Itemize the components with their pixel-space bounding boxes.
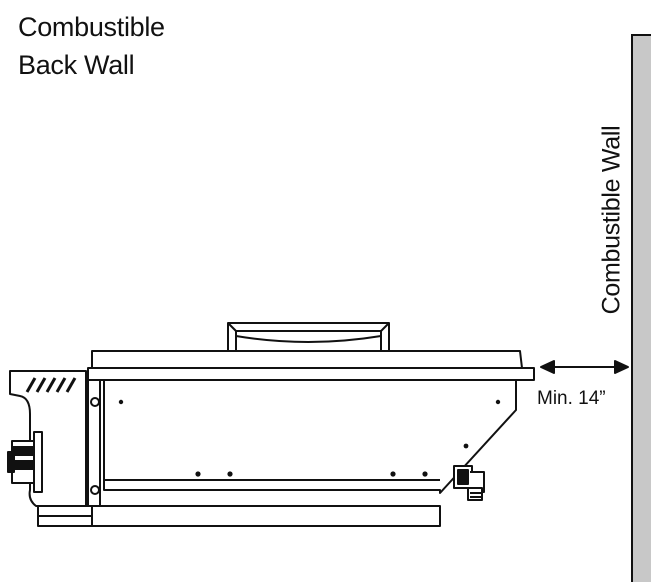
main-body [103,380,517,494]
top-plate [87,350,535,381]
fasteners [90,397,501,495]
top-vent [227,322,390,350]
combustible-side-wall [631,34,651,582]
back-wall-label: Combustible Back Wall [18,8,165,84]
base [37,505,441,527]
control-knob [7,431,43,493]
gas-fitting [453,465,485,501]
back-wall-label-line-1: Combustible [18,12,165,42]
front-housing [9,370,104,507]
louvers [25,377,77,393]
clearance-arrow [540,360,629,374]
back-wall-label-line-2: Back Wall [18,50,135,80]
clearance-label: Min. 14” [537,388,606,409]
